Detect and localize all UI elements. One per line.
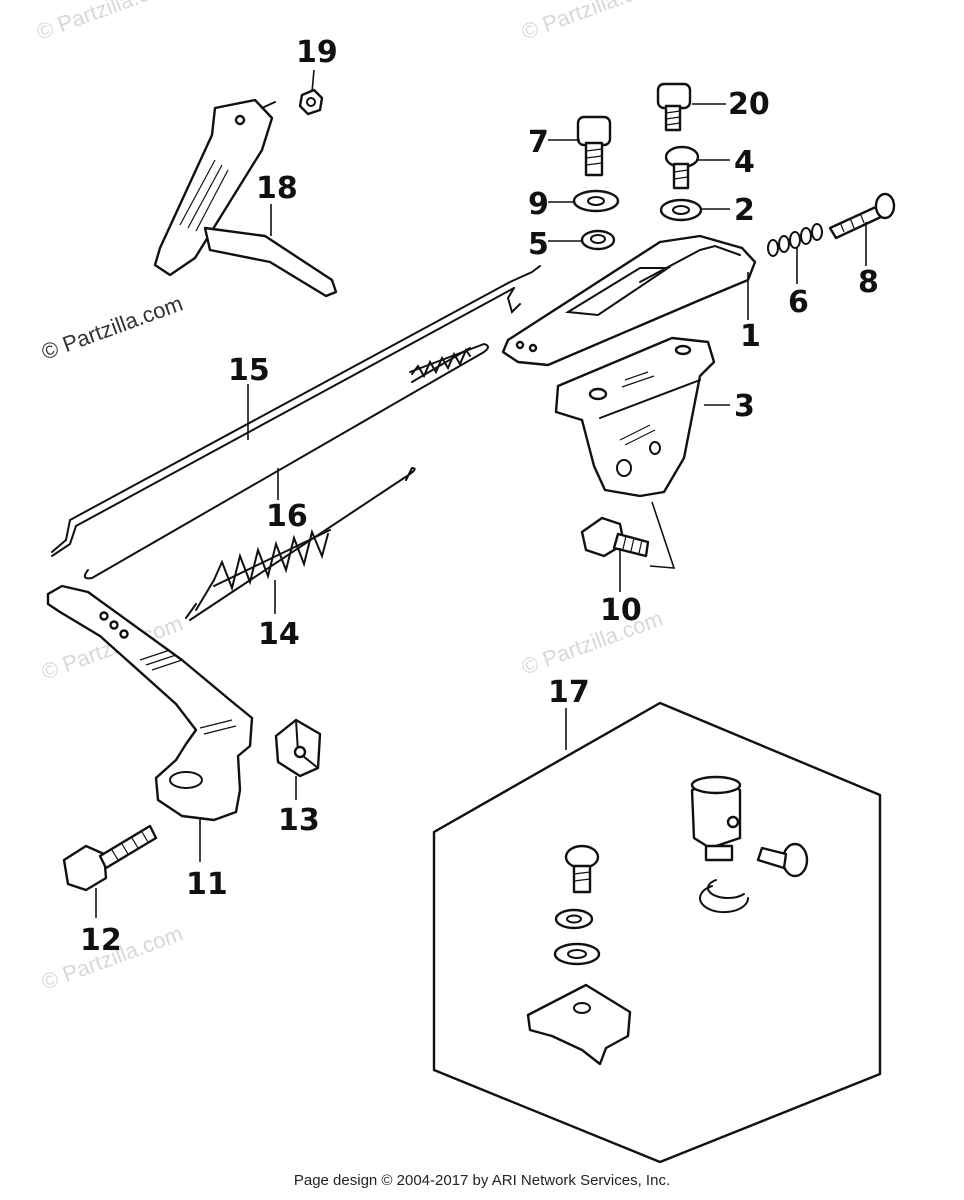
part-6-spring <box>767 223 823 257</box>
callout-10: 10 <box>600 593 642 628</box>
callout-3: 3 <box>734 389 755 424</box>
part-7-bolt <box>576 115 612 177</box>
part-14-spring <box>195 528 331 611</box>
part-11-arm <box>46 584 254 822</box>
spring-upper <box>411 347 471 383</box>
part-8-screw <box>828 192 896 240</box>
callout-18: 18 <box>256 171 298 206</box>
part-16-wire-link <box>83 342 489 621</box>
callout-5: 5 <box>528 227 549 262</box>
part-19-nut <box>298 88 324 116</box>
callout-13: 13 <box>278 803 320 838</box>
part-15-rod <box>51 265 541 557</box>
watermark-top-left: © Partzilla.com <box>33 0 181 45</box>
callout-7: 7 <box>528 125 549 160</box>
callout-20: 20 <box>728 87 770 122</box>
callout-12: 12 <box>80 923 122 958</box>
leader-lines <box>95 69 867 918</box>
part-3-bracket <box>554 336 716 498</box>
callout-6: 6 <box>788 285 809 320</box>
callout-labels: 19 20 7 4 18 9 2 5 8 6 1 15 3 16 10 14 1… <box>80 35 879 958</box>
part-9-washer <box>572 189 620 213</box>
callout-4: 4 <box>734 145 755 180</box>
callout-15: 15 <box>228 353 270 388</box>
part-5-lock-washer <box>580 229 616 251</box>
callout-8: 8 <box>858 265 879 300</box>
callout-2: 2 <box>734 193 755 228</box>
part-12-bolt <box>62 824 158 892</box>
callout-17: 17 <box>548 675 590 710</box>
parts-diagram: © Partzilla.com © Partzilla.com © Partzi… <box>33 0 896 1164</box>
part-2-washer <box>659 198 703 222</box>
part-13-nut <box>274 718 322 778</box>
part-18-bracket <box>153 98 338 298</box>
callout-19: 19 <box>296 35 338 70</box>
part-4-screw <box>664 145 700 190</box>
footer-copyright: Page design © 2004-2017 by ARI Network S… <box>293 1172 671 1189</box>
callout-9: 9 <box>528 187 549 222</box>
watermark-top-right: © Partzilla.com <box>518 0 666 45</box>
watermark-visible: © Partzilla.com <box>38 291 186 365</box>
part-10-bolt <box>580 516 650 558</box>
callout-11: 11 <box>186 867 228 902</box>
watermark-mid-right: © Partzilla.com <box>518 606 666 680</box>
callout-16: 16 <box>266 499 308 534</box>
callout-1: 1 <box>740 319 761 354</box>
part-20-bolt <box>656 82 692 132</box>
callout-14: 14 <box>258 617 300 652</box>
part-17-kit <box>432 701 882 1164</box>
